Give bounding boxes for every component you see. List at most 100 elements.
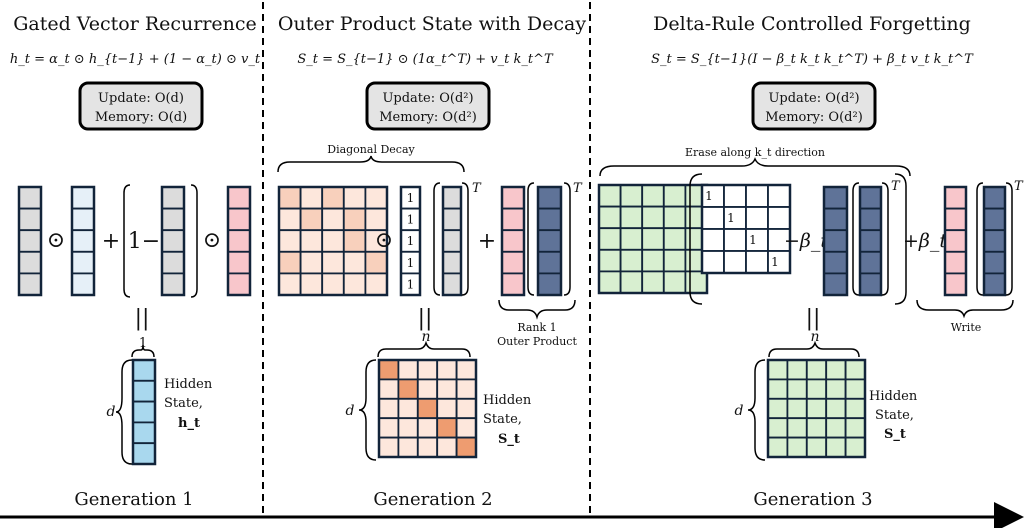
matrix-cell — [436, 436, 458, 458]
matrix-cell — [278, 186, 302, 210]
write-brace — [916, 299, 1014, 319]
matrix-cell — [455, 436, 477, 458]
vector-cell — [859, 272, 882, 296]
alpha-vector-gen2 — [441, 185, 463, 297]
matrix-cell — [321, 186, 345, 210]
identity-one: 1 — [727, 211, 735, 225]
left-bracket — [123, 184, 131, 298]
vector-cell — [227, 207, 251, 232]
identity-one: 1 — [771, 255, 779, 269]
panel2-memory-cost: Memory: O(d²) — [379, 110, 477, 125]
vector-outline — [500, 185, 526, 297]
gen3-hidden-label-line2: State, — [875, 408, 914, 423]
matrix-cell — [598, 184, 622, 208]
matrix-cell — [416, 359, 439, 381]
vector-cell — [537, 229, 562, 253]
matrix-cell — [364, 186, 388, 210]
gen3-hidden-label-line1: Hidden — [869, 389, 918, 404]
panel1-equation: h_t = α_t ⊙ h_{t−1} + (1 − α_t) ⊙ v_t — [10, 52, 261, 67]
vector-cell — [537, 272, 562, 296]
matrix-cell — [397, 436, 419, 458]
write-bracket-right — [1005, 182, 1013, 296]
top-brace-gen2 — [377, 340, 471, 358]
matrix-cell — [299, 250, 324, 275]
matrix-cell — [321, 250, 345, 275]
matrix-cell — [786, 378, 808, 400]
matrix-cell — [299, 186, 324, 210]
matrix-cell — [299, 207, 324, 232]
identity-cell — [701, 228, 725, 252]
matrix-cell — [844, 436, 866, 458]
matrix-cell — [844, 397, 866, 420]
value-vector-gen3 — [943, 185, 968, 297]
paren-left-gen3 — [689, 173, 703, 305]
matrix-cell — [342, 272, 367, 296]
matrix-cell — [416, 436, 439, 458]
matrix-cell — [786, 359, 808, 381]
alpha-vector — [17, 185, 43, 297]
hidden-label-line2: State, — [164, 396, 203, 411]
matrix-outline — [377, 358, 478, 459]
matrix-cell — [397, 397, 419, 420]
left-brace-gen2 — [358, 359, 377, 461]
matrix-cell — [397, 359, 419, 381]
identity-outline — [700, 183, 792, 275]
diagonal-decay-label: Diagonal Decay — [327, 143, 415, 156]
matrix-cell — [416, 417, 439, 439]
matrix-cell — [416, 397, 439, 420]
vector-cell — [944, 229, 967, 253]
identity-cell — [745, 250, 769, 274]
vector-cell — [442, 207, 462, 232]
vector-outline — [131, 358, 157, 466]
hidden-state-matrix-gen3 — [766, 358, 867, 459]
matrix-cell — [436, 359, 458, 381]
vector-cell — [537, 207, 562, 232]
matrix-cell — [619, 205, 644, 230]
vector-cell — [18, 186, 42, 210]
matrix-cell — [397, 378, 419, 400]
vector-cell — [71, 229, 95, 253]
top-brace-gen3 — [768, 340, 860, 358]
matrix-cell — [825, 417, 847, 439]
key-bracket-left — [527, 182, 535, 296]
vector-cell — [501, 186, 525, 210]
matrix-cell — [378, 397, 400, 420]
hidden-label-line1: Hidden — [164, 377, 213, 392]
left-brace-gen1 — [115, 359, 133, 465]
matrix-cell — [598, 227, 622, 251]
key-transpose-vector-gen3 — [858, 185, 883, 297]
vector-cell — [823, 207, 848, 232]
panel3-memory-cost: Memory: O(d²) — [765, 110, 863, 125]
vector-outline — [943, 185, 968, 297]
vector-cell — [227, 186, 251, 210]
identity-cell — [723, 228, 747, 252]
matrix-cell — [805, 397, 828, 420]
vector-cell — [983, 229, 1006, 253]
alpha-bracket-right — [461, 182, 469, 296]
vector-outline — [226, 185, 252, 297]
matrix-cell — [805, 436, 828, 458]
matrix-cell — [299, 229, 324, 253]
gen3-hidden-label-line3: S_t — [884, 427, 906, 442]
panel1-update-cost: Update: O(d) — [98, 91, 184, 106]
vector-cell — [227, 250, 251, 275]
dim-d-label-gen3: d — [735, 403, 744, 419]
identity-cell — [701, 206, 725, 230]
matrix-cell — [767, 359, 789, 381]
hidden-state-vector — [131, 358, 157, 466]
hidden-state-matrix-gen2 — [377, 358, 478, 459]
vector-cell — [132, 379, 156, 403]
vector-outline — [70, 185, 96, 297]
panel-gen2: Outer Product State with Decay S_t = S_{… — [277, 13, 586, 510]
key-vector-gen2 — [536, 185, 563, 297]
vector-cell — [18, 207, 42, 232]
left-brace-gen3 — [747, 359, 766, 461]
matrix-cell — [641, 184, 665, 208]
matrix-cell — [278, 207, 302, 232]
panel-gen1: Gated Vector Recurrence h_t = α_t ⊙ h_{t… — [10, 13, 261, 510]
minus-beta-operator: −β_t — [784, 230, 828, 252]
vector-cell — [501, 250, 525, 275]
one-entry: 1 — [407, 234, 415, 248]
matrix-cell — [598, 248, 622, 273]
